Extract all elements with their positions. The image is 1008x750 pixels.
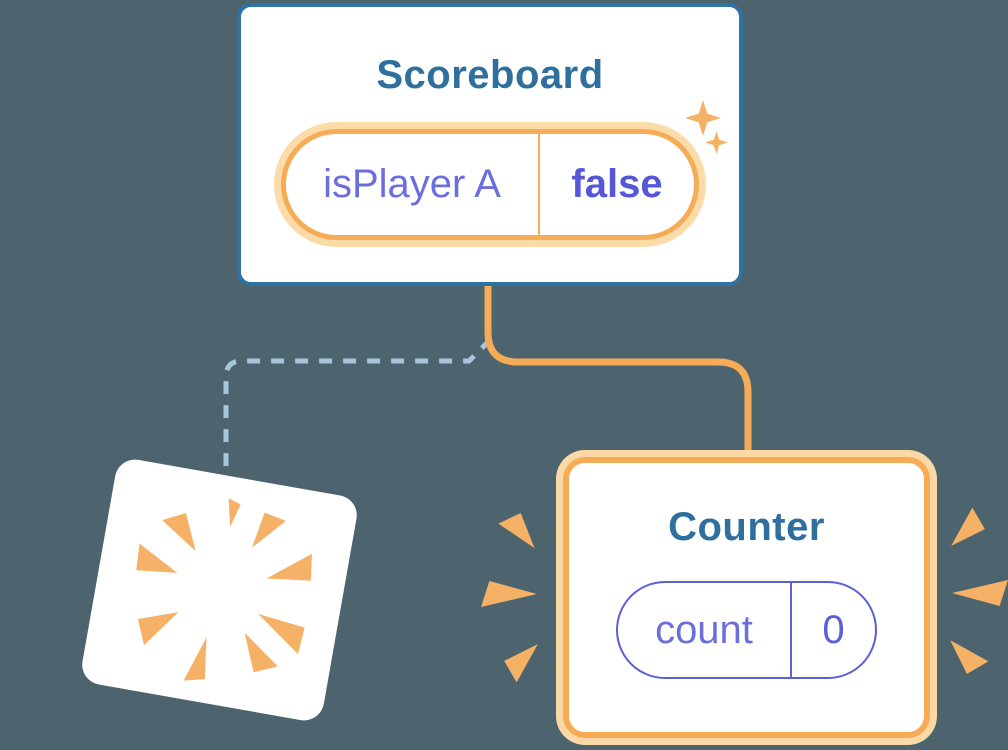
state-key-cell: count	[618, 583, 790, 677]
pill-divider	[538, 134, 540, 235]
destroy-burst-ray-icon	[131, 601, 184, 646]
state-value-label: 0	[822, 607, 845, 652]
pill-divider	[790, 583, 792, 677]
scoreboard-state-pill: isPlayer A false	[281, 129, 699, 240]
scoreboard-title: Scoreboard	[376, 53, 604, 97]
counter-state-pill: count 0	[616, 581, 877, 679]
destroy-burst-ray-icon	[224, 498, 242, 528]
state-value-cell: 0	[792, 583, 875, 677]
destroy-burst-ray-icon	[234, 626, 278, 678]
destroy-burst-ray-icon	[183, 634, 215, 686]
destroy-burst-ray-icon	[263, 554, 318, 591]
removed-branch-dashed-line	[223, 337, 493, 468]
destroy-burst-ray-icon	[162, 507, 206, 557]
destroy-burst-ray-icon	[129, 543, 181, 584]
state-key-label: isPlayer A	[323, 162, 501, 206]
destroy-burst-ray-icon	[243, 508, 286, 555]
state-value-cell: false	[540, 134, 694, 235]
destroyed-component-card	[79, 456, 360, 724]
destroy-burst-ray-icon	[251, 603, 311, 654]
counter-component-card: Counter count 0	[563, 457, 930, 738]
state-key-cell: isPlayer A	[286, 134, 538, 235]
active-branch-line	[484, 284, 752, 458]
state-key-label: count	[655, 607, 753, 652]
counter-title: Counter	[668, 505, 825, 549]
state-value-label: false	[571, 162, 663, 206]
scoreboard-component-card: Scoreboard isPlayer A false	[237, 3, 743, 286]
